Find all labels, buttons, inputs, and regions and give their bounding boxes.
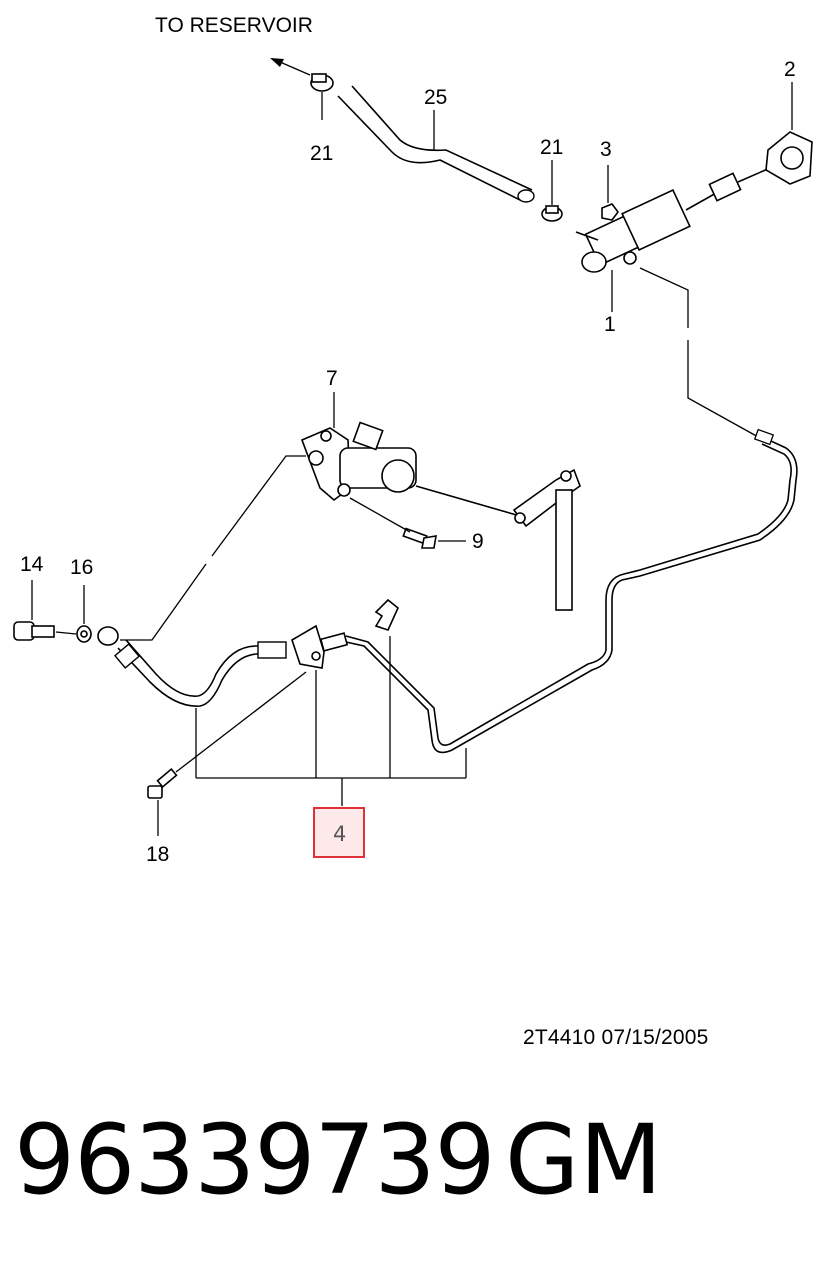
callout-21-upper: 21 — [310, 142, 333, 165]
callout-16: 16 — [70, 556, 93, 579]
pipe-clip — [374, 598, 399, 631]
reservoir-hose-25 — [337, 85, 535, 203]
release-fork — [415, 468, 581, 611]
callout-4: 4 — [333, 822, 346, 846]
leader-18-bolt — [175, 671, 307, 773]
hose-clamp-21-upper — [310, 73, 334, 92]
nut-3 — [601, 203, 619, 221]
leader-master-line — [639, 267, 761, 439]
highlight-box-4[interactable] — [313, 807, 365, 858]
clutch-master-cylinder-1 — [575, 167, 771, 273]
brand-name: GM — [505, 1104, 663, 1216]
leader-9-a — [349, 497, 411, 533]
callout-14: 14 — [20, 553, 44, 576]
washer-16 — [76, 625, 92, 643]
hydraulic-pipe — [345, 428, 798, 754]
reservoir-arrow — [270, 58, 311, 76]
leader-slave-hose — [120, 455, 306, 641]
hose-bracket — [291, 624, 349, 669]
callout-1: 1 — [604, 313, 616, 336]
clutch-slave-cylinder-7 — [300, 421, 417, 502]
flexible-hose — [97, 626, 287, 707]
banjo-bolt-14 — [13, 621, 55, 641]
callout-9: 9 — [472, 530, 484, 553]
callout-21-lower: 21 — [540, 136, 563, 159]
callout-25: 25 — [424, 86, 447, 109]
callout-2: 2 — [784, 58, 796, 81]
hose-clamp-21-lower — [541, 205, 563, 222]
bolt-18 — [147, 768, 178, 799]
bolt-axis — [55, 631, 77, 635]
drawing-code: 2T4410 07/15/2005 — [523, 1026, 709, 1049]
callout-18: 18 — [146, 843, 169, 866]
to-reservoir-label: TO RESERVOIR — [155, 14, 313, 37]
callout-3: 3 — [600, 138, 612, 161]
callout-7: 7 — [326, 367, 338, 390]
part-number: 96339739 — [14, 1104, 496, 1216]
gasket-2 — [765, 131, 813, 185]
assembly-bracket-4 — [195, 636, 467, 806]
